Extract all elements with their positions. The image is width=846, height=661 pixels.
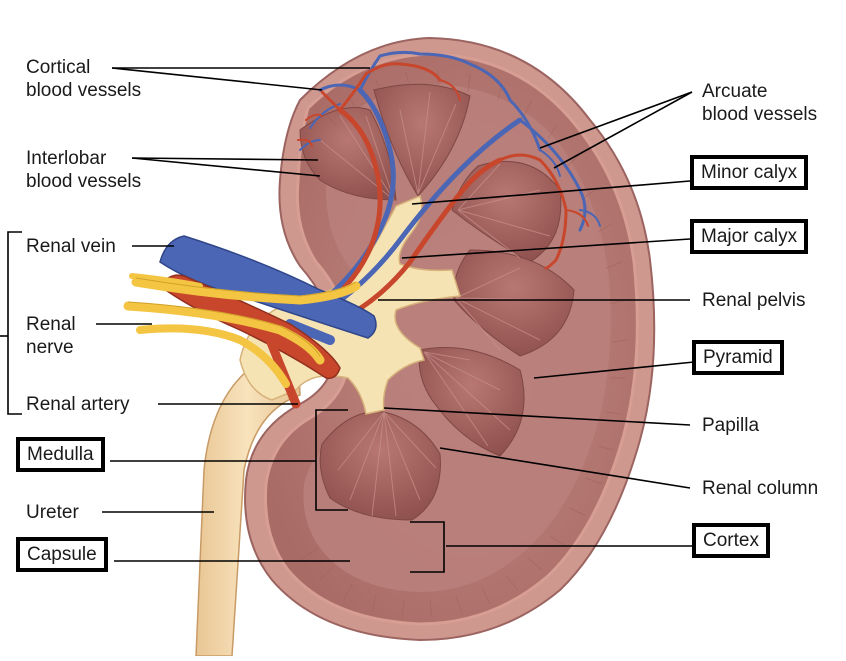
label-interlobar-blood-vessels: Interlobar blood vessels [26,147,141,193]
label-ureter: Ureter [26,502,79,523]
label-capsule: Capsule [16,537,108,572]
leader-lines [0,67,695,573]
label-renal-nerve: Renal nerve [26,313,76,359]
label-renal-column: Renal column [702,478,819,499]
label-cortical-blood-vessels: Cortical blood vessels [26,56,141,102]
renal-artery-branch [265,335,301,409]
label-text: blood vessels [26,171,142,192]
cortex-striations [299,70,629,619]
label-renal-vein: Renal vein [26,236,116,257]
label-text: Arcuate [702,81,768,102]
label-text: Cortical [26,57,91,78]
label-text: blood vessels [702,104,818,125]
label-text: blood vessels [26,80,142,101]
label-renal-pelvis: Renal pelvis [702,290,806,311]
label-pyramid: Pyramid [692,340,784,375]
renal-nerve-outline [127,277,357,357]
label-renal-artery: Renal artery [26,394,130,415]
label-major-calyx: Major calyx [690,219,809,254]
label-minor-calyx: Minor calyx [690,155,809,190]
vessel-tree [297,50,601,323]
label-arcuate-blood-vessels: Arcuate blood vessels [702,80,817,126]
label-text: Interlobar [26,148,107,169]
label-text: nerve [26,337,74,358]
label-papilla: Papilla [702,415,760,436]
pyramid-striations [319,91,557,517]
renal-nerve-shape [123,273,361,388]
label-medulla: Medulla [16,437,105,472]
label-cortex: Cortex [692,523,770,558]
label-text: Renal [26,314,76,335]
